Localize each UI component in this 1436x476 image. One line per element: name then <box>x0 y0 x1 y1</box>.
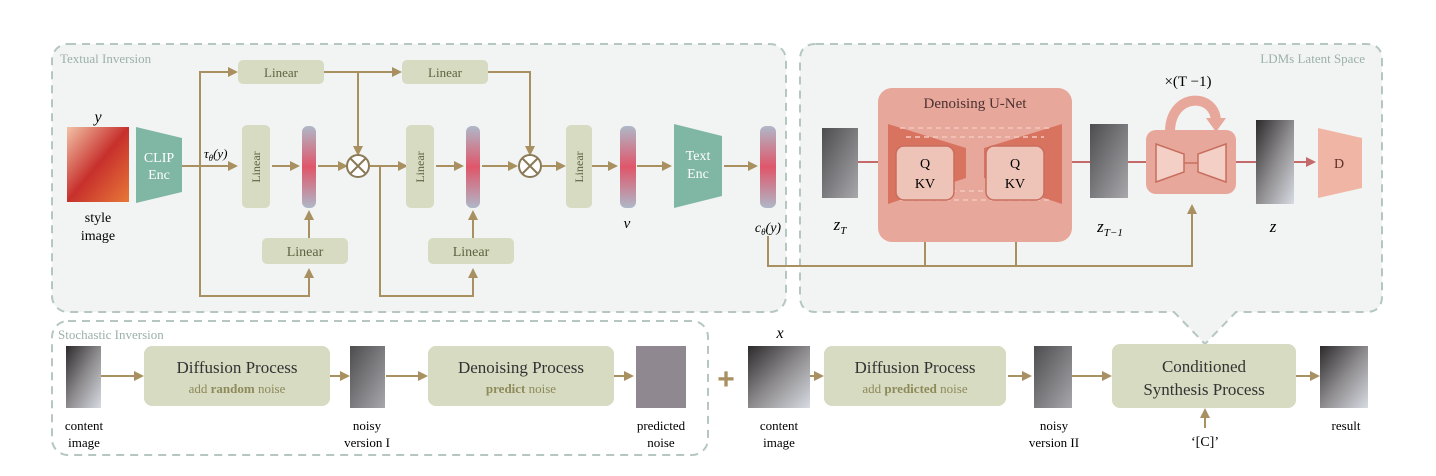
unet-title: Denoising U-Net <box>924 96 1028 112</box>
predicted-noise-image <box>636 346 686 408</box>
noisy-1-label-1: noisy <box>353 418 382 433</box>
svg-text:Text: Text <box>686 149 711 164</box>
svg-text:Synthesis Process: Synthesis Process <box>1143 380 1264 399</box>
svg-text:Q: Q <box>1010 157 1020 172</box>
linear-bottom-1: Linear <box>262 238 348 264</box>
diffusion-process-2: Diffusion Process add predicted noise <box>824 346 1006 406</box>
svg-text:add random noise: add random noise <box>189 381 286 396</box>
loop-label: ×(T −1) <box>1164 74 1211 90</box>
decoder: D <box>1318 128 1362 198</box>
plus-sign: + <box>717 363 735 396</box>
tau-label: τθ(y) <box>204 146 228 163</box>
conditioned-synthesis-process: Conditioned Synthesis Process <box>1112 344 1296 408</box>
content-image-2-label-2: image <box>763 435 795 450</box>
multiply-node-1 <box>346 154 370 178</box>
v-label: v <box>624 216 631 232</box>
attention-block-2 <box>985 145 1045 201</box>
c-label: cθ(y) <box>755 221 782 237</box>
svg-text:KV: KV <box>915 177 935 192</box>
svg-text:Diffusion Process: Diffusion Process <box>176 358 297 377</box>
svg-text:Linear: Linear <box>264 65 299 80</box>
v-vector <box>620 126 636 208</box>
feature-vector-1 <box>302 126 316 208</box>
content-image-2 <box>748 346 810 408</box>
content-image-2-label-1: content <box>760 418 799 433</box>
linear-vertical-1: Linear <box>242 125 270 208</box>
svg-text:Linear: Linear <box>413 151 427 182</box>
svg-text:Denoising Process: Denoising Process <box>458 358 584 377</box>
denoising-process: Denoising Process predict noise <box>428 346 614 406</box>
linear-bottom-2: Linear <box>428 238 514 264</box>
result-image <box>1320 346 1368 408</box>
svg-text:Diffusion Process: Diffusion Process <box>854 358 975 377</box>
noisy-2-label-1: noisy <box>1040 418 1069 433</box>
svg-text:Enc: Enc <box>687 167 709 182</box>
attention-block-1 <box>895 145 955 201</box>
svg-text:Linear: Linear <box>428 65 463 80</box>
svg-text:predict noise: predict noise <box>486 381 556 396</box>
token-label: ‘[C]’ <box>1191 435 1219 450</box>
content-image-1-label-2: image <box>68 435 100 450</box>
clip-encoder: CLIP Enc <box>136 127 182 203</box>
noisy-image-1 <box>350 346 385 408</box>
svg-text:add predicted noise: add predicted noise <box>862 381 967 396</box>
svg-text:Linear: Linear <box>572 151 586 182</box>
noisy-2-label-2: version II <box>1029 435 1079 450</box>
svg-text:Enc: Enc <box>148 168 170 183</box>
style-image <box>67 127 129 202</box>
linear-vertical-2: Linear <box>406 125 434 208</box>
noisy-1-label-2: version I <box>344 435 390 450</box>
style-image-label-1: style <box>85 211 111 226</box>
linear-top-2: Linear <box>402 60 488 84</box>
svg-text:D: D <box>1334 157 1344 172</box>
synthesis-connectors <box>810 371 1320 428</box>
denoising-unet: Denoising U-Net Q KV Q KV <box>878 88 1072 242</box>
feature-vector-2 <box>466 126 480 208</box>
text-encoder: Text Enc <box>674 124 722 208</box>
textual-connectors <box>182 67 758 297</box>
c-vector <box>760 126 776 208</box>
svg-text:Linear: Linear <box>287 245 324 260</box>
textual-inversion-title: Textual Inversion <box>60 51 152 66</box>
svg-text:Linear: Linear <box>453 245 490 260</box>
svg-text:Conditioned: Conditioned <box>1162 357 1247 376</box>
x-label: x <box>775 325 783 342</box>
latent-z-image <box>1256 120 1294 204</box>
predicted-noise-label-2: noise <box>647 435 675 450</box>
z-label: z <box>1269 217 1277 236</box>
style-image-label-2: image <box>81 229 115 244</box>
linear-vertical-3: Linear <box>566 125 592 208</box>
diffusion-process-1: Diffusion Process add random noise <box>144 346 330 406</box>
noisy-image-2 <box>1034 346 1072 408</box>
svg-text:Q: Q <box>920 157 930 172</box>
svg-text:KV: KV <box>1005 177 1025 192</box>
stochastic-inversion-title: Stochastic Inversion <box>58 327 164 342</box>
content-image-1 <box>66 346 101 408</box>
svg-text:CLIP: CLIP <box>144 151 175 166</box>
multiply-node-2 <box>518 154 542 178</box>
latent-zT1-image <box>1090 124 1128 198</box>
svg-text:Linear: Linear <box>249 151 263 182</box>
content-image-1-label-1: content <box>65 418 104 433</box>
latent-zT-image <box>822 128 858 198</box>
iterative-unet-block <box>1146 95 1236 194</box>
y-label: y <box>92 109 102 126</box>
predicted-noise-label-1: predicted <box>637 418 686 433</box>
ldm-latent-title: LDMs Latent Space <box>1260 51 1365 66</box>
linear-top-1: Linear <box>238 60 324 84</box>
result-label: result <box>1332 418 1361 433</box>
